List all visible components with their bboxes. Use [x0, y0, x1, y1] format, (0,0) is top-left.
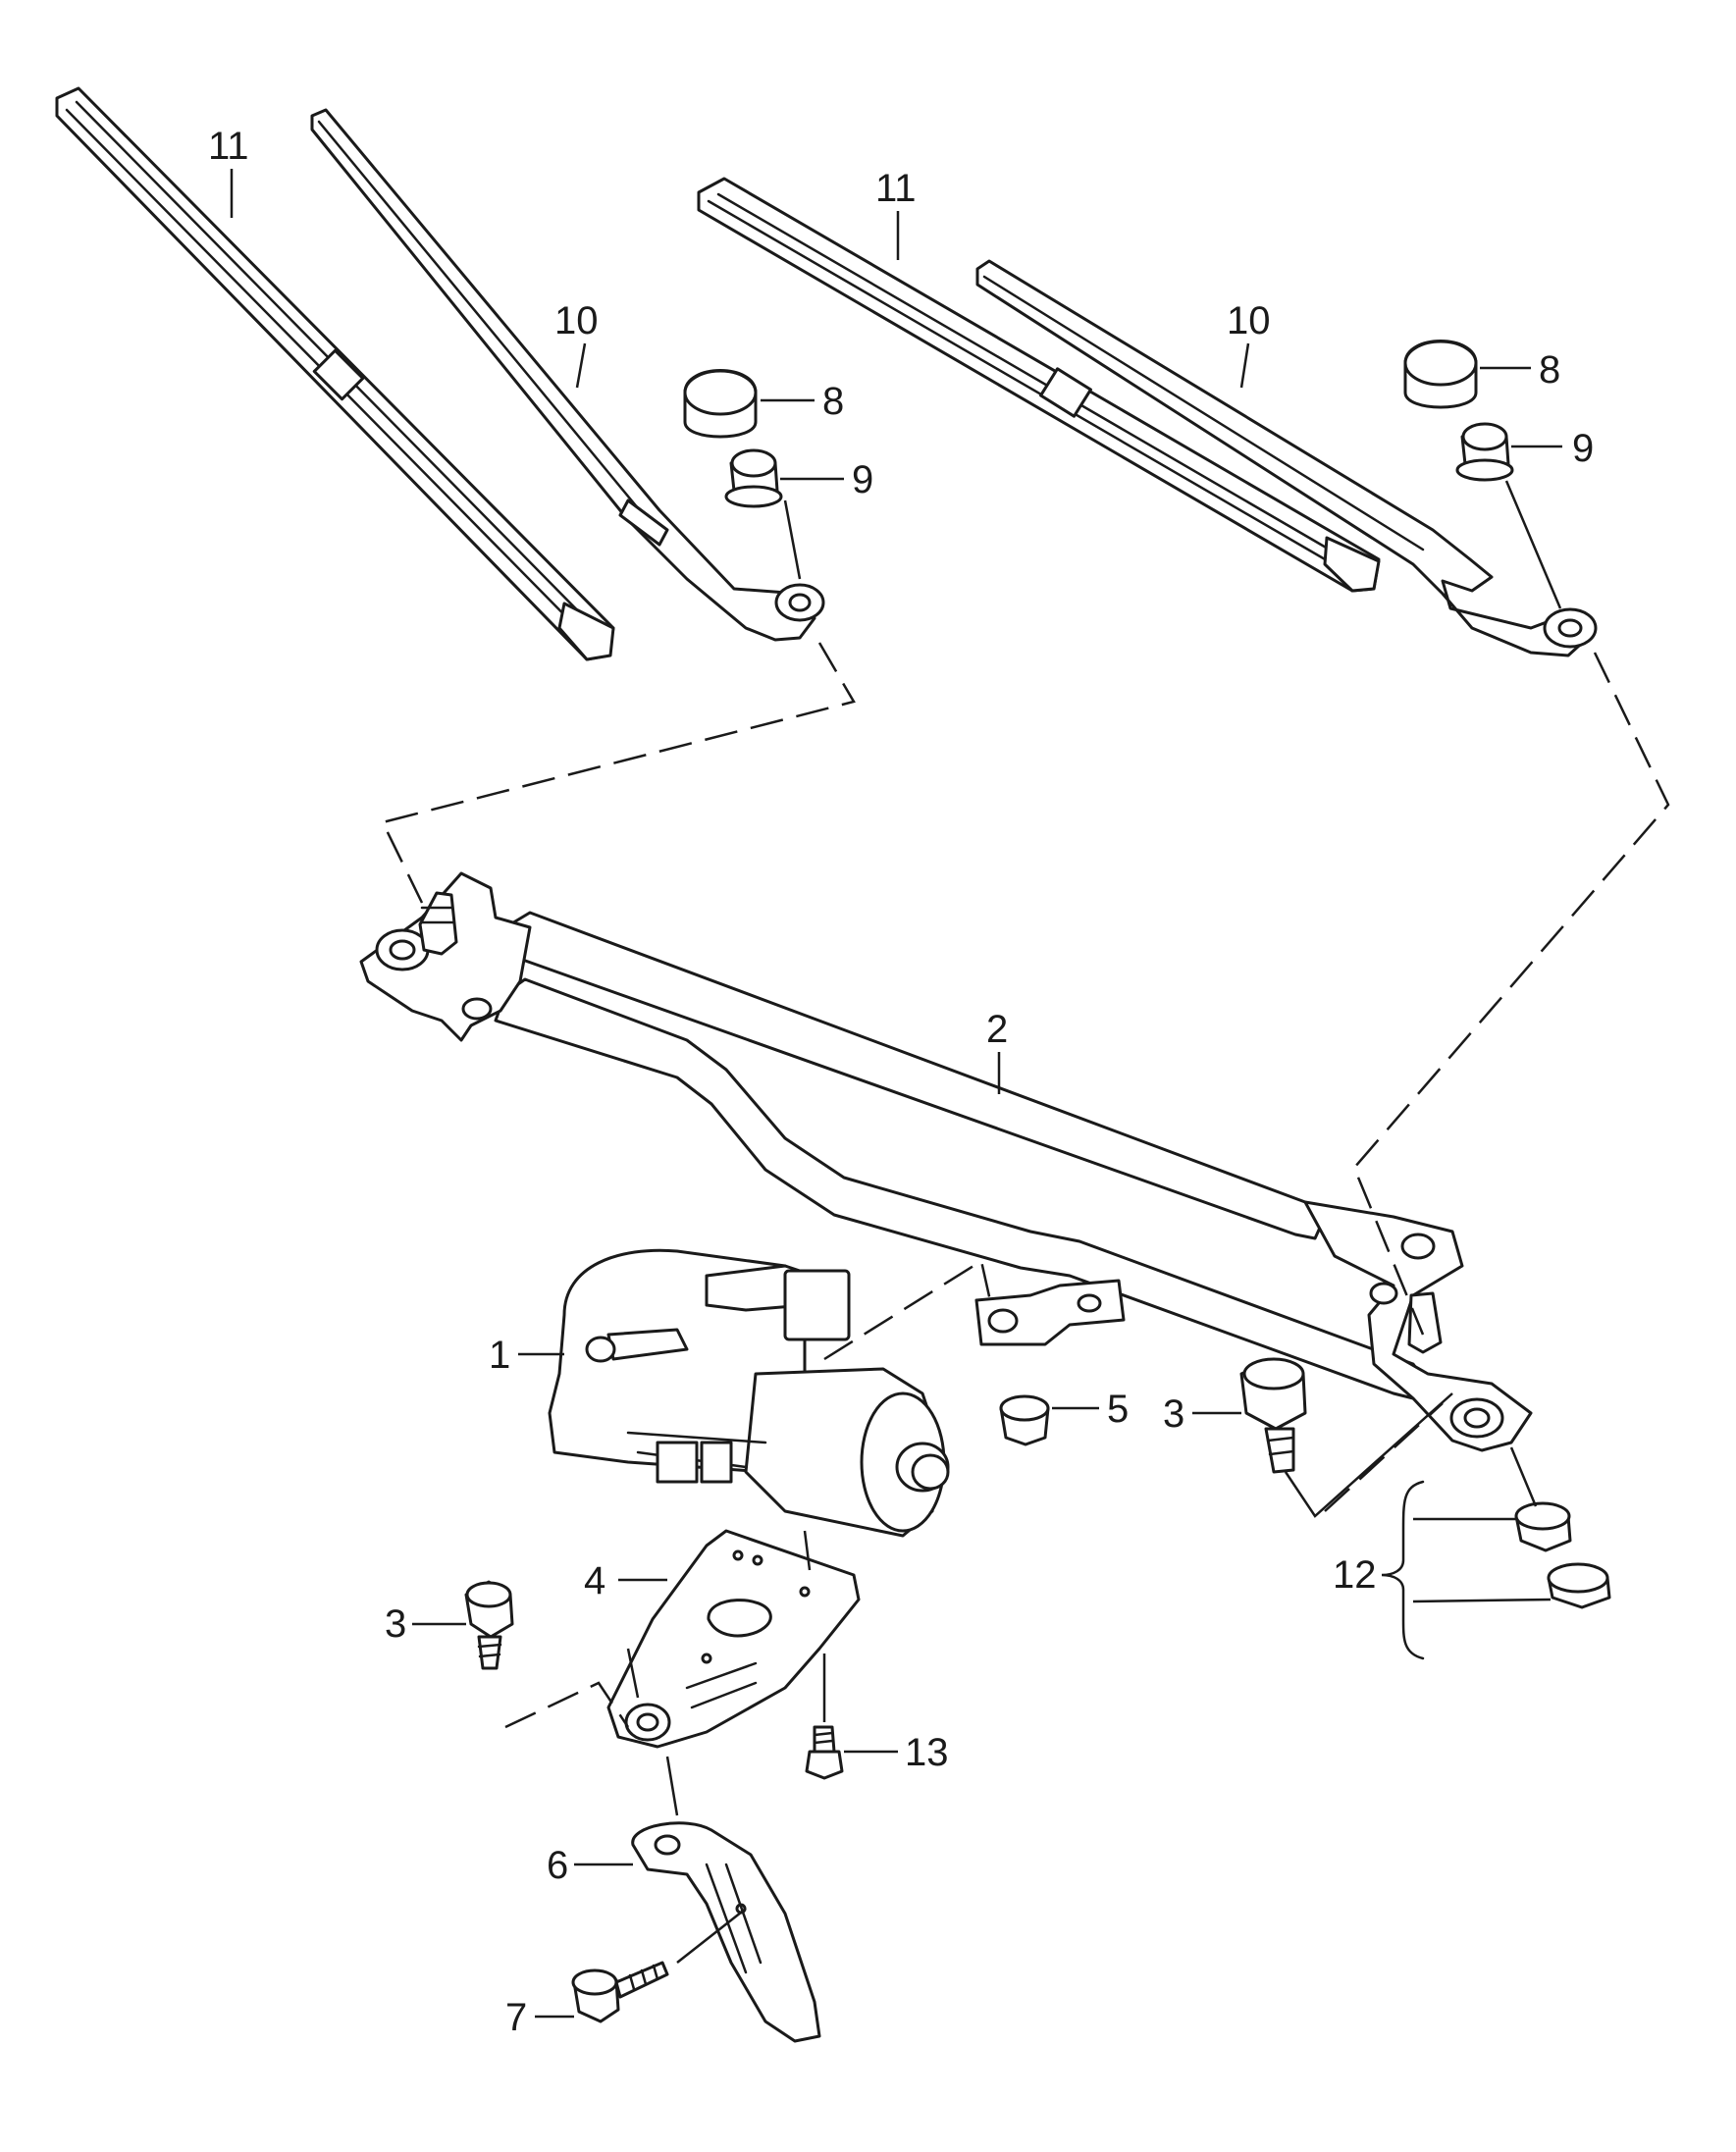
right-cap: [1403, 340, 1478, 409]
left-cap: [683, 369, 758, 439]
nut-5: [999, 1394, 1050, 1446]
label-4: 4: [584, 1559, 605, 1602]
label-13: 13: [905, 1731, 949, 1774]
label-8-left: 8: [822, 380, 844, 423]
label-9-right: 9: [1572, 427, 1594, 470]
left-nut: [724, 448, 783, 508]
wiper-motor: [548, 1248, 950, 1538]
label-5: 5: [1107, 1388, 1129, 1431]
label-3-left: 3: [385, 1602, 406, 1646]
lower-bracket: [631, 1821, 821, 2043]
grommet-upper: [1514, 1501, 1572, 1552]
label-8-right: 8: [1539, 348, 1560, 392]
label-11-right: 11: [875, 167, 917, 210]
wiper-linkage-frame: [359, 871, 1533, 1452]
label-3-right: 3: [1163, 1392, 1184, 1436]
label-6: 6: [547, 1844, 568, 1887]
left-wiper-blade: [55, 86, 615, 661]
bolt-left: [464, 1580, 514, 1670]
label-11-left: 11: [208, 125, 249, 168]
grommet-lower: [1547, 1562, 1611, 1609]
label-12: 12: [1333, 1553, 1377, 1597]
right-wiper-blade: [697, 177, 1381, 593]
label-1: 1: [489, 1334, 510, 1377]
left-wiper-arm: [310, 108, 825, 642]
leader-lines: [230, 169, 1562, 2019]
right-nut: [1455, 422, 1514, 482]
motor-bracket: [606, 1529, 861, 1749]
label-9-left: 9: [852, 458, 873, 501]
right-wiper-arm: [975, 259, 1598, 657]
label-10-right: 10: [1227, 299, 1271, 342]
bolt-right: [1239, 1357, 1307, 1474]
label-7: 7: [505, 1996, 527, 2039]
label-2: 2: [986, 1008, 1008, 1051]
screw-13: [805, 1725, 844, 1780]
assembly-lines: [381, 480, 1670, 1964]
group-brace-12: [1381, 1480, 1425, 1660]
label-10-left: 10: [554, 299, 599, 342]
screw-7: [571, 1961, 669, 2023]
